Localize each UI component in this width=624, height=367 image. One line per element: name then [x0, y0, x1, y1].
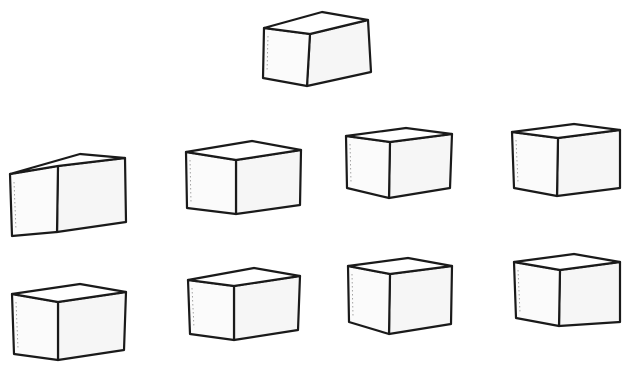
box-bottom-4	[514, 254, 620, 326]
box-middle-3	[346, 128, 452, 198]
box-side-face	[557, 130, 620, 196]
box-bottom-3	[348, 258, 452, 334]
box-front-face	[514, 262, 560, 326]
box-middle-2	[186, 141, 301, 214]
box-side-face	[559, 262, 620, 326]
box-front-face	[12, 294, 58, 360]
box-middle-1	[10, 154, 126, 236]
box-top-center	[263, 12, 371, 86]
box-side-face	[389, 134, 452, 198]
box-front-face	[10, 166, 58, 236]
box-front-face	[348, 266, 390, 334]
box-side-face	[389, 266, 452, 334]
box-front-face	[512, 132, 558, 196]
box-front-face	[346, 136, 390, 198]
box-side-face	[58, 292, 126, 360]
box-bottom-2	[188, 268, 300, 340]
box-middle-4	[512, 124, 620, 196]
box-front-face	[263, 28, 310, 86]
box-bottom-1	[12, 284, 126, 360]
box-side-face	[57, 158, 126, 232]
box-front-face	[188, 280, 234, 340]
box-front-face	[186, 152, 236, 214]
